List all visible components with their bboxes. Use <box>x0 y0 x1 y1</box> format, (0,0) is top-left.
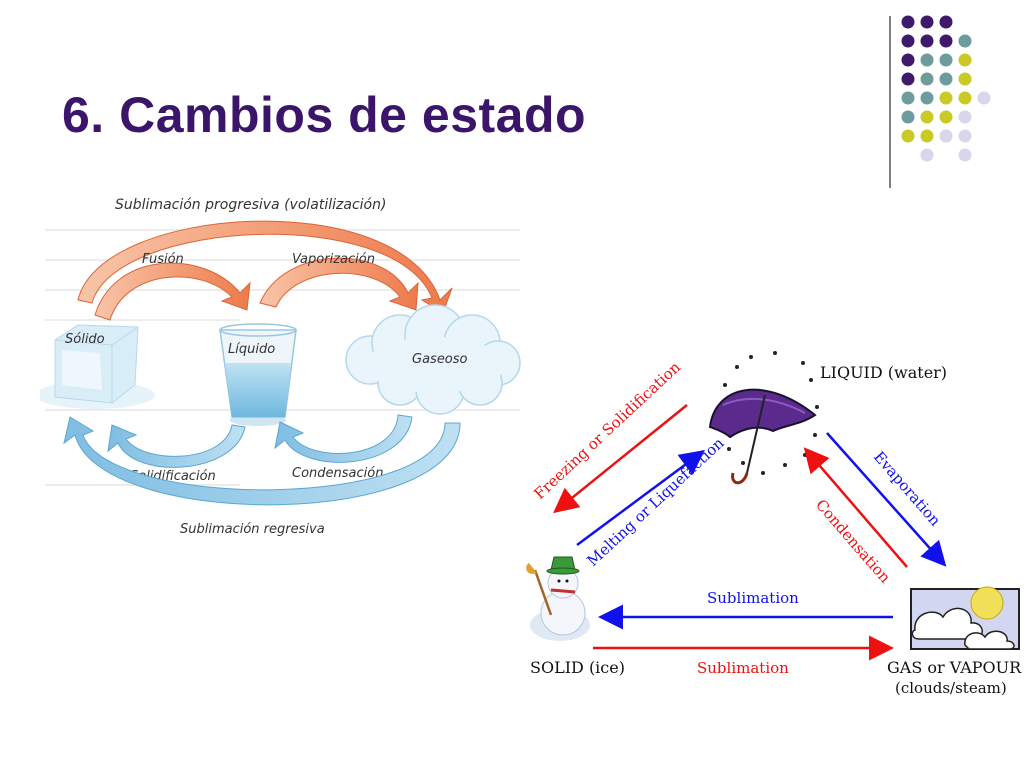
decorative-dot <box>939 34 953 48</box>
solidificacion-arrow <box>107 424 246 468</box>
label-solid: SOLID (ice) <box>530 658 625 677</box>
decorative-dot <box>920 53 934 67</box>
decorative-dot <box>901 110 915 124</box>
decorative-dot <box>901 15 915 29</box>
decorative-dot <box>920 72 934 86</box>
melting-arrow <box>576 450 706 547</box>
decorative-dot <box>958 91 972 105</box>
decorative-dot <box>958 53 972 67</box>
decorative-dot <box>901 72 915 86</box>
decorative-dot <box>920 148 934 162</box>
clouds <box>345 304 521 415</box>
label-sublimation-top: Sublimation <box>707 589 799 607</box>
decorative-dot <box>958 148 972 162</box>
decorative-dot <box>901 53 915 67</box>
label-sublimation-bottom: Sublimation <box>697 659 789 677</box>
label-sublimacion-regresiva: Sublimación regresiva <box>180 522 325 537</box>
clouds-sun-icon <box>910 586 1020 650</box>
decorative-dot <box>920 129 934 143</box>
decorative-dot <box>920 91 934 105</box>
decorative-dot <box>901 129 915 143</box>
label-solido: Sólido <box>65 332 105 347</box>
label-sublimacion-progresiva: Sublimación progresiva (volatilización) <box>115 197 386 213</box>
glass-of-water <box>219 323 297 426</box>
decorative-dot <box>901 34 915 48</box>
decorative-dot <box>977 91 991 105</box>
evaporation-arrow <box>826 432 947 567</box>
decorative-dot <box>958 34 972 48</box>
sublimacion-regresiva-arrow <box>63 416 461 506</box>
decorative-dot <box>958 129 972 143</box>
label-vaporizacion: Vaporización <box>292 252 375 267</box>
decorative-dot <box>920 15 934 29</box>
decorative-dot <box>939 15 953 29</box>
decorative-dot <box>939 91 953 105</box>
decorative-dot <box>901 91 915 105</box>
decorative-dot-grid <box>889 15 991 188</box>
umbrella-rain-icon <box>708 351 819 485</box>
vaporizacion-arrow <box>259 257 419 311</box>
english-states-diagram: LIQUID (water) SOLID (ice) GAS or VAPOUR… <box>526 351 1022 697</box>
decorative-dot <box>958 110 972 124</box>
label-evaporation: Evaporation <box>870 448 945 530</box>
condensation-arrow <box>803 447 908 568</box>
spanish-states-diagram: Sublimación progresiva (volatilización) … <box>40 197 521 537</box>
ice-cube <box>40 324 155 409</box>
label-condensacion: Condensación <box>292 466 383 481</box>
label-liquido: Líquido <box>228 342 275 357</box>
decorative-dot <box>920 110 934 124</box>
label-condensation: Condensation <box>812 496 894 587</box>
freezing-arrow <box>553 404 688 514</box>
decorative-dot <box>939 72 953 86</box>
label-melting: Melting or Liquefaction <box>583 434 727 570</box>
snowman-icon <box>526 556 590 641</box>
label-gaseoso: Gaseoso <box>412 352 468 367</box>
condensacion-arrow <box>274 414 413 463</box>
decorative-dot <box>920 34 934 48</box>
label-liquid: LIQUID (water) <box>820 363 947 382</box>
label-fusion: Fusión <box>142 252 184 267</box>
slide-title: 6. Cambios de estado <box>62 87 587 143</box>
decorative-dot <box>939 129 953 143</box>
label-gas-sub: (clouds/steam) <box>895 679 1007 697</box>
label-gas: GAS or VAPOUR <box>887 658 1022 677</box>
decorative-dot <box>939 110 953 124</box>
fusion-arrow <box>94 262 251 321</box>
decorative-dot <box>958 72 972 86</box>
decorative-dot <box>939 53 953 67</box>
